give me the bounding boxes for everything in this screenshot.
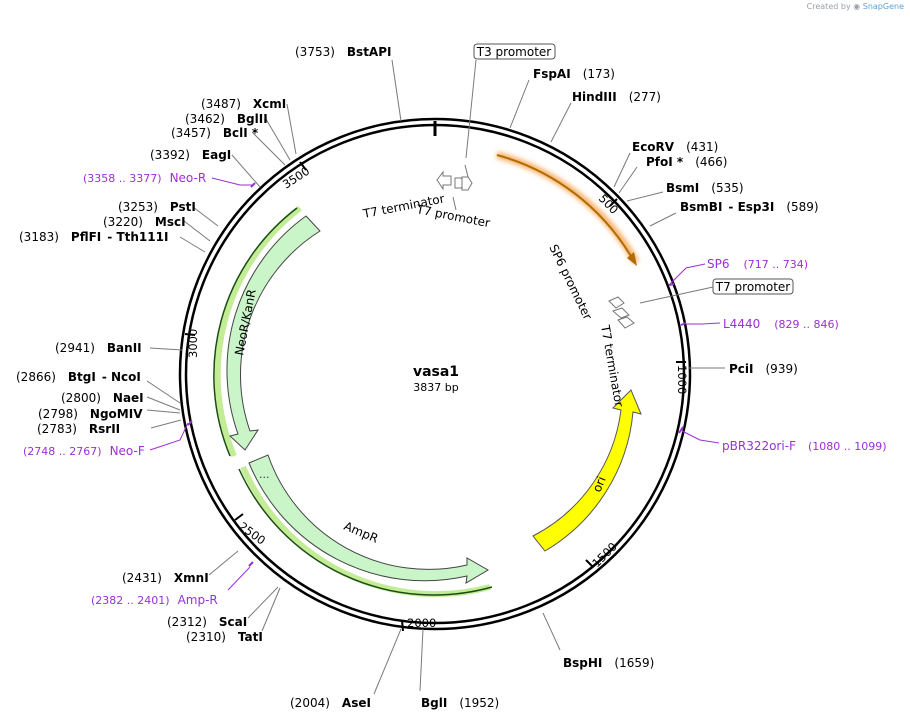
credit-brand: SnapGene (862, 2, 904, 11)
right-promoter-glyphs (608, 296, 635, 329)
site-msci: (3220)MscI (103, 215, 186, 229)
site-pfoi: PfoI *(466) (646, 155, 727, 169)
site-hindiii: HindIII(277) (572, 90, 661, 104)
site-pcii: PciI(939) (729, 362, 798, 376)
t7-promoter-top-label: T7 promoter (414, 202, 491, 230)
primer-neo-r: (3358 .. 3377)Neo-R (83, 171, 206, 185)
site-labels: (3753)BstAPI FspAI(173) HindIII(277) Eco… (16, 45, 819, 710)
site-rsrii: (2783)RsrII (37, 422, 120, 436)
ori-feature: ori (532, 389, 642, 552)
site-asei: (2004)AseI (290, 696, 371, 710)
tick-label-3000: 3000 (186, 329, 200, 358)
site-bstapi: (3753)BstAPI (295, 45, 391, 59)
top-promoter-glyphs (436, 164, 473, 191)
ampr-ellipsis: ··· (259, 471, 270, 484)
tick-label-1000: 1000 (675, 365, 689, 394)
ampr-label: AmpR (342, 519, 380, 546)
site-scai: (2312)ScaI (167, 615, 247, 629)
primer-l4440: L4440(829 .. 846) (723, 317, 839, 331)
t7-promoter-box: T7 promoter (712, 278, 794, 295)
primer-leaders (149, 177, 721, 591)
site-btgi: (2866)BtgI- NcoI (16, 370, 141, 384)
t3-promoter-label: T3 promoter (476, 45, 552, 59)
t7-promoter-right-label: T7 promoter (715, 280, 791, 294)
site-psti: (3253)PstI (118, 200, 196, 214)
site-bgli: BglI(1952) (421, 696, 499, 710)
site-bsmbi: BsmBI- Esp3I(589) (680, 200, 819, 214)
plasmid-length: 3837 bp (413, 381, 458, 394)
t3-promoter-box: T3 promoter (473, 43, 556, 60)
t7-terminator-right-label: T7 terminator (598, 323, 626, 408)
primer-labels: SP6(717 .. 734) L4440(829 .. 846) pBR322… (23, 171, 887, 607)
site-bcli: (3457)BclI * (171, 126, 259, 140)
site-xmni: (2431)XmnI (122, 571, 209, 585)
primer-amp-r: (2382 .. 2401)Amp-R (91, 593, 218, 607)
credit-prefix: Created by (806, 2, 851, 11)
site-eagi: (3392)EagI (150, 148, 231, 162)
snapgene-credit: Created by ◉ SnapGene (807, 2, 904, 11)
site-naei: (2800)NaeI (61, 391, 144, 405)
ori-label: ori (590, 474, 609, 494)
site-tati: (2310)TatI (186, 630, 263, 644)
site-fspai: FspAI(173) (533, 67, 615, 81)
site-leaders (146, 59, 725, 695)
primer-neo-f: (2748 .. 2767)Neo-F (23, 444, 145, 458)
site-xcmi: (3487)XcmI (201, 97, 286, 111)
snapgene-logo-icon: ◉ (853, 2, 861, 11)
site-bsmi: BsmI(535) (666, 181, 744, 195)
neo-kan-feature: NeoR/KanR (213, 205, 321, 458)
site-bsphi: BspHI(1659) (563, 656, 654, 670)
site-pflfi: (3183)PflFI- Tth111I (19, 230, 168, 244)
primer-markers (187, 182, 687, 567)
insert-feature (496, 151, 640, 266)
site-ngomiv: (2798)NgoMIV (38, 407, 143, 421)
primer-sp6: SP6(717 .. 734) (707, 257, 808, 271)
primer-pbr322ori-f: pBR322ori-F(1080 .. 1099) (722, 439, 887, 453)
site-ecorv: EcoRV(431) (632, 140, 718, 154)
site-bglii: (3462)BglII (185, 112, 268, 126)
tick-label-2000: 2000 (407, 616, 436, 630)
sp6-promoter-label: SP6 promoter (546, 242, 595, 322)
plasmid-name: vasa1 (413, 364, 459, 380)
site-banii: (2941)BanII (55, 341, 142, 355)
ring-ticks (184, 161, 686, 632)
